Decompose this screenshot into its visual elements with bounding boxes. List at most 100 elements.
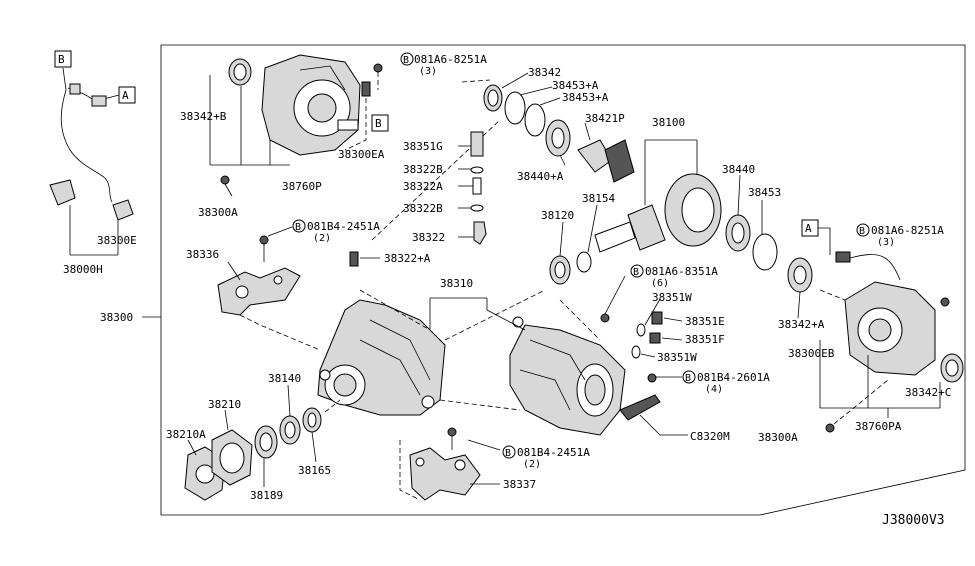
label-38342C: 38342+C [905, 386, 951, 399]
harness-wire [60, 67, 113, 203]
label-38440: 38440 [722, 163, 755, 176]
bolt2-part-number: 081B4-2451A [307, 220, 380, 233]
washer-38322B-1 [470, 166, 484, 174]
plug-38322A-body [349, 251, 359, 267]
label-38322A: 38322A [403, 180, 443, 193]
bolt-icon-1 [373, 63, 383, 73]
label-38310: 38310 [440, 277, 473, 290]
label-38140: 38140 [268, 372, 301, 385]
label-38342: 38342 [528, 66, 561, 79]
bolt5-part-number: 081A6-8251A [871, 224, 944, 237]
harness-clip [112, 199, 134, 221]
shim-38453A-1 [504, 91, 526, 125]
washer-38322B-2 [470, 204, 484, 212]
label-38453A-bottom: 38453+A [562, 91, 609, 104]
actuator-right-connector [835, 251, 851, 263]
actuator-connector [361, 81, 371, 97]
shim-38453 [752, 233, 778, 271]
circle-b-icon-2 [292, 219, 306, 233]
label-38322: 38322 [412, 231, 445, 244]
label-38342B: 38342+B [180, 110, 227, 123]
sensor-38351G [470, 131, 484, 157]
bolt-icon-5 [940, 297, 950, 307]
marker-a-label: A [122, 89, 129, 102]
washer-38351W-2 [631, 345, 641, 359]
label-38337: 38337 [503, 478, 536, 491]
label-38300A-2: 38300A [758, 431, 798, 444]
label-38322B-2: 38322B [403, 202, 443, 215]
marker-b-box [54, 50, 72, 68]
label-C8320M: C8320M [690, 430, 730, 443]
label-38440A: 38440+A [517, 170, 564, 183]
bracket-38337 [409, 447, 481, 501]
bolt-icon-38300A [220, 175, 230, 185]
circle-b-icon-4 [682, 370, 696, 384]
label-38210A: 38210A [166, 428, 206, 441]
bolt1-part-number: 081A6-8251A [414, 53, 487, 66]
label-38351E: 38351E [685, 315, 725, 328]
flange-group [184, 384, 341, 501]
harness-sensor [49, 179, 76, 206]
circle-b-text-3: B [633, 267, 639, 278]
actuator-38760PA: A 38342+A [778, 219, 964, 433]
label-38760P: 38760P [282, 180, 322, 193]
circle-b-text-4: B [685, 373, 691, 384]
bolt5-qty: (3) [877, 237, 895, 248]
label-38300EA: 38300EA [338, 148, 385, 161]
housing-38310-left [317, 299, 446, 416]
bolt1-qty: (3) [419, 66, 437, 77]
label-38000H: 38000H [63, 263, 103, 276]
marker-b-label: B [58, 53, 65, 66]
label-38351G: 38351G [403, 140, 443, 153]
label-38351F: 38351F [685, 333, 725, 346]
pinion-gear [627, 204, 666, 251]
circle-b-text-5: B [859, 226, 865, 237]
bolt3-part-number: 081A6-8351A [645, 265, 718, 278]
assembly-frame [160, 44, 966, 516]
shim-38453A-2 [524, 103, 546, 137]
label-38189: 38189 [250, 489, 283, 502]
circle-b-icon-1 [400, 52, 414, 66]
label-38322B-1: 38322B [403, 163, 443, 176]
label-38210: 38210 [208, 398, 241, 411]
bracket-38336 [217, 267, 301, 316]
pinion-shaft [604, 139, 635, 183]
tube-38322 [473, 221, 487, 245]
label-38165: 38165 [298, 464, 331, 477]
label-38453A-top: 38453+A [552, 79, 599, 92]
plug-stack [458, 131, 487, 245]
circle-b-icon-3 [630, 264, 644, 278]
circle-b-icon-6 [502, 445, 516, 459]
bolt-icon-6 [447, 427, 457, 437]
ring-gear-38100 [594, 139, 722, 253]
label-38322A-plug: 38322+A [384, 252, 431, 265]
bolt6-part-number: 081B4-2451A [517, 446, 590, 459]
plug-38351F [649, 332, 661, 344]
label-38300A: 38300A [198, 206, 238, 219]
bolt4-part-number: 081B4-2601A [697, 371, 770, 384]
label-38351W-1: 38351W [652, 291, 692, 304]
bolt3-qty: (6) [651, 278, 669, 289]
harness-assembly: B A 38300E 38000H [49, 50, 137, 276]
pinion-stem [594, 221, 636, 253]
housing-38310-right [509, 316, 626, 436]
label-38342A: 38342+A [778, 318, 825, 331]
circle-b-text-1: B [403, 55, 409, 66]
label-38760PA: 38760PA [855, 420, 902, 433]
label-38120: 38120 [541, 209, 574, 222]
bolt-icon-3 [600, 313, 610, 323]
label-38100: 38100 [652, 116, 685, 129]
plug-38322A [472, 177, 482, 195]
sensor-38351E [651, 311, 663, 325]
label-38421P: 38421P [585, 112, 625, 125]
label-38154: 38154 [582, 192, 615, 205]
label-38336: 38336 [186, 248, 219, 261]
marker-a-label-2: A [805, 222, 812, 235]
harness-connector-a [91, 95, 107, 107]
marker-b-label-2: B [375, 117, 382, 130]
spacer-38154 [576, 251, 592, 273]
label-38300: 38300 [100, 311, 133, 324]
washer-38351W-1 [636, 323, 646, 337]
bolt-icon-2 [259, 235, 269, 245]
label-38351W-2: 38351W [657, 351, 697, 364]
